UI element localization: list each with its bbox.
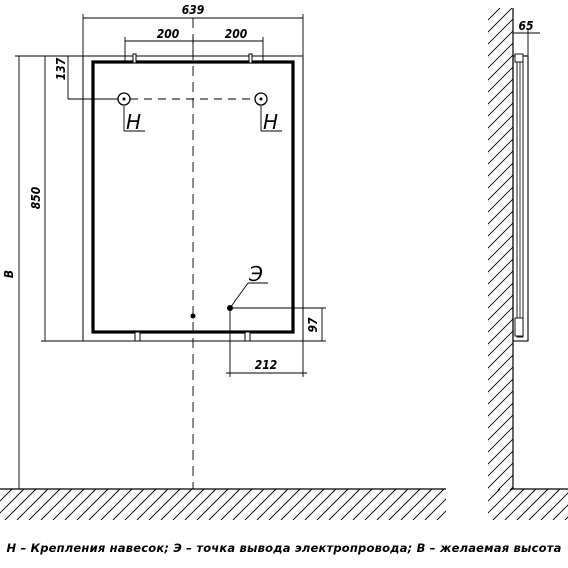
mount-spacing-dimension: 200 200 [124,27,264,62]
width-639-label: 639 [182,3,205,17]
cable-side-dimension: 212 [226,310,307,377]
mount-point-left: H [117,92,145,134]
center-dot [190,313,196,319]
wall [488,8,514,490]
spacing-left-label: 200 [157,27,180,41]
height-850-label: 850 [29,186,43,209]
height-b-label: B [2,270,16,278]
mirror-side [512,53,529,342]
cable-bottom-dimension: 97 [232,307,326,342]
mount-offset-dimension: 137 [54,56,124,100]
height-b-dimension: B [2,55,93,489]
cable-side-label: 212 [255,358,278,372]
legend-caption: Н – Крепления навесок; Э – точка вывода … [6,541,562,555]
cable-outlet-point: Э [227,262,268,311]
cable-outlet-label: Э [248,262,263,286]
mount-left-label: H [126,110,141,134]
spacing-right-label: 200 [225,27,248,41]
depth-label: 65 [518,19,533,33]
depth-dimension: 65 [513,19,540,56]
mount-right-label: H [263,110,278,134]
mount-point-right: H [254,92,282,134]
mount-offset-label: 137 [54,57,68,80]
floor [0,488,568,520]
cable-bottom-label: 97 [306,317,320,333]
